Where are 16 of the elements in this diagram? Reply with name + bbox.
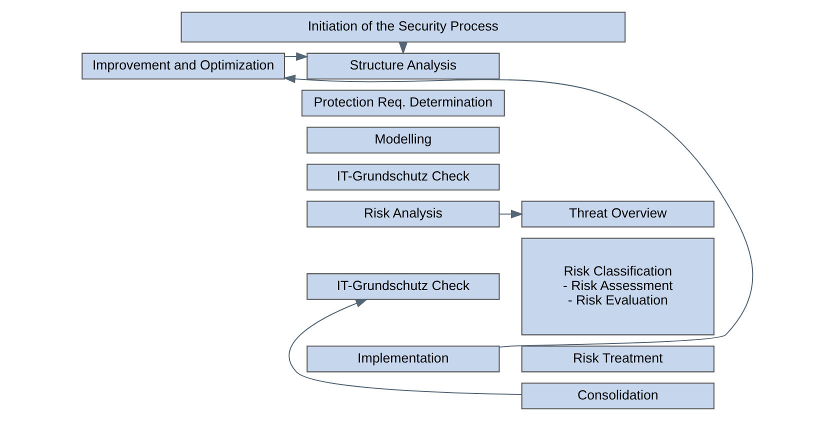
node-box: Modelling — [306, 126, 500, 154]
arrow — [284, 52, 308, 61]
node-box: IT-Grundschutz Check — [306, 164, 500, 190]
arrow — [283, 74, 754, 348]
node-box: Structure Analysis — [306, 52, 500, 80]
arrow — [500, 210, 524, 218]
arrow — [288, 298, 522, 396]
node-box: Implementation — [306, 346, 500, 372]
node-box: Improvement and Optimization — [82, 52, 286, 80]
node-box: IT-Grundschutz Check — [306, 273, 500, 300]
node-box: Risk Classification - Risk Assessment - Risk Evaluation — [521, 238, 714, 336]
node-box: Consolidation — [521, 382, 714, 410]
node-box: Threat Overview — [521, 200, 714, 228]
node-box: Risk Analysis — [306, 200, 500, 228]
node-box: Risk Treatment — [521, 346, 714, 372]
node-box: Protection Req. Determination — [301, 90, 505, 116]
